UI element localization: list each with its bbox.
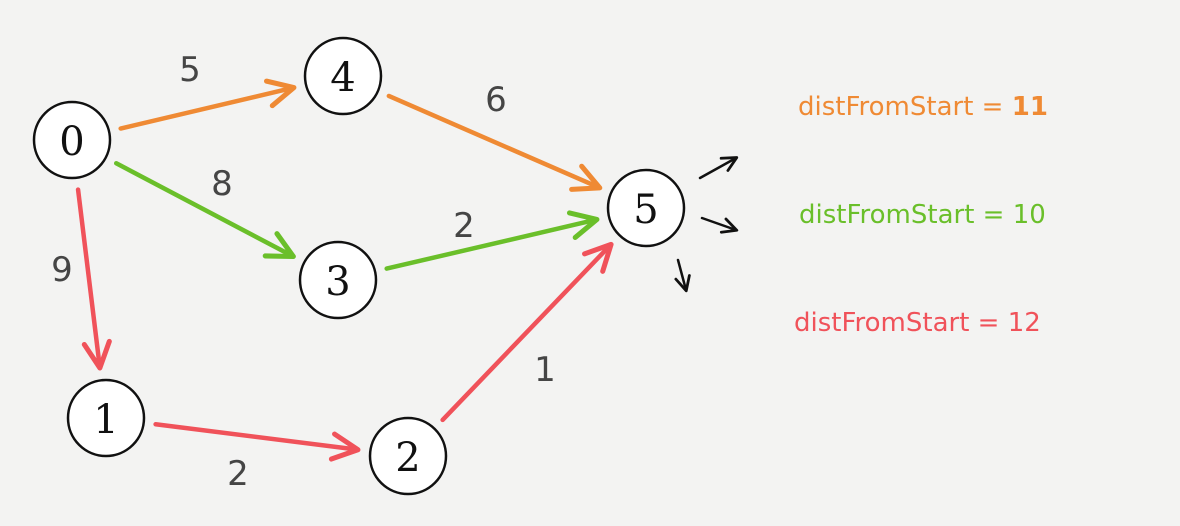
node-circle xyxy=(606,168,686,248)
edge-weight-4-5: 6 xyxy=(485,80,507,120)
edge-2-5 xyxy=(440,241,614,423)
node-label: 3 xyxy=(325,259,350,305)
node-label: 4 xyxy=(330,55,355,101)
edge-weight-2-5: 1 xyxy=(534,350,556,390)
node-circle xyxy=(66,378,146,458)
node-5: 5 xyxy=(606,168,686,248)
node-label: 1 xyxy=(93,397,118,443)
dist-value: 12 xyxy=(1007,308,1041,338)
outgoing-arrow xyxy=(700,216,739,234)
edge-3-5 xyxy=(384,210,600,271)
edge-weight-0-3: 8 xyxy=(211,164,233,204)
node-circle xyxy=(303,36,383,116)
outgoing-arrow xyxy=(674,258,691,293)
node-3: 3 xyxy=(298,240,378,320)
node-circle xyxy=(368,416,448,496)
edge-weight-0-4: 5 xyxy=(179,50,201,90)
edge-0-3 xyxy=(113,161,296,260)
edge-4-5 xyxy=(386,93,603,192)
edge-0-4 xyxy=(118,78,297,131)
dist-label: distFromStart xyxy=(798,92,974,122)
outgoing-arrow xyxy=(698,156,739,180)
dist-from-start-orange: distFromStart = 11 xyxy=(798,92,1048,122)
node-circle xyxy=(32,100,112,180)
edge-weight-1-2: 2 xyxy=(227,454,249,494)
edge-0-1 xyxy=(75,187,112,371)
edge-weight-0-1: 9 xyxy=(51,250,73,290)
nodes-layer: 0 4 3 5 1 2 xyxy=(32,36,686,496)
node-4: 4 xyxy=(303,36,383,116)
node-label: 0 xyxy=(59,119,84,165)
weights-layer: 5 6 8 2 9 2 1 xyxy=(51,50,556,494)
node-1: 1 xyxy=(66,378,146,458)
dist-equals: = xyxy=(982,200,1005,230)
outgoing-arrows-layer xyxy=(674,156,739,293)
node-label: 2 xyxy=(395,435,420,481)
edges-layer xyxy=(75,78,614,462)
dist-from-start-green: distFromStart = 10 xyxy=(799,200,1046,230)
dist-equals: = xyxy=(981,92,1004,122)
node-label: 5 xyxy=(633,187,658,233)
edge-1-2 xyxy=(153,421,361,462)
dist-label: distFromStart xyxy=(794,308,970,338)
dist-value: 11 xyxy=(1011,92,1048,122)
edge-weight-3-5: 2 xyxy=(453,206,475,246)
dist-value: 10 xyxy=(1012,200,1046,230)
node-2: 2 xyxy=(368,416,448,496)
dist-label: distFromStart xyxy=(799,200,975,230)
node-circle xyxy=(298,240,378,320)
node-0: 0 xyxy=(32,100,112,180)
dist-from-start-red: distFromStart = 12 xyxy=(794,308,1041,338)
dist-equals: = xyxy=(977,308,1000,338)
